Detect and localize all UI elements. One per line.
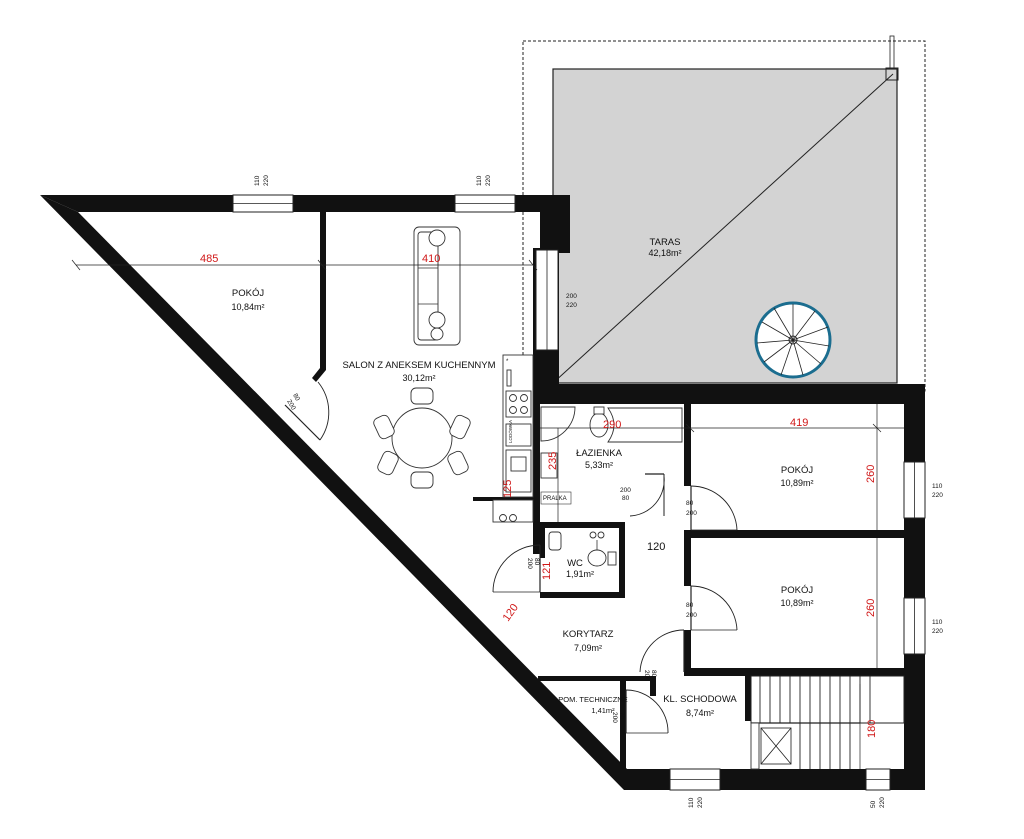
svg-text:110: 110: [254, 175, 261, 186]
door-room-e: 80 200: [686, 585, 738, 631]
room-west-area: 10,84m²: [231, 302, 264, 312]
dim-120-a: 120: [647, 541, 665, 553]
door-west-room: 80 200: [284, 381, 330, 441]
svg-text:220: 220: [697, 797, 704, 808]
corridor-name: KORYTARZ: [563, 629, 614, 640]
svg-text:50: 50: [870, 800, 877, 808]
room-e-name: POKÓJ: [781, 585, 813, 596]
svg-text:70: 70: [618, 712, 625, 720]
svg-text:80: 80: [291, 393, 301, 403]
window-south-1: 110 220: [669, 768, 721, 808]
svg-text:200: 200: [285, 399, 297, 412]
bathroom-fixtures: [540, 406, 683, 479]
svg-text:220: 220: [566, 302, 577, 309]
terrace-area: 42,18m²: [648, 248, 681, 258]
dim-485: 485: [200, 253, 218, 265]
room-ne-name: POKÓJ: [781, 465, 813, 476]
door-wc: 80 200: [492, 544, 541, 593]
dim-290: 290: [603, 419, 621, 431]
svg-text:80: 80: [622, 495, 630, 502]
svg-text:200: 200: [643, 670, 650, 681]
salon-area: 30,12m²: [402, 373, 435, 383]
fridge-label: LODÓWKA: [507, 420, 513, 443]
tech-room-name: POM. TECHNICZNE: [558, 695, 627, 704]
dim-120-b: 120: [501, 602, 521, 624]
corridor-area: 7,09m²: [574, 643, 602, 653]
terrace: TARAS 42,18m²: [522, 35, 926, 392]
window-east-1: 110 220: [903, 461, 943, 519]
tech-room-area: 1,41m²: [591, 706, 615, 715]
door-technical: 70 200: [611, 689, 669, 734]
svg-text:80: 80: [686, 500, 694, 507]
dim-260-a: 260: [865, 465, 877, 483]
staircase-area: 8,74m²: [686, 708, 714, 718]
washer-label: PRALKA: [543, 496, 567, 502]
laundry-area: PRALKA: [492, 491, 572, 523]
window-north-1: 110 220: [232, 175, 294, 213]
svg-text:200: 200: [620, 487, 631, 494]
svg-text:200: 200: [686, 510, 697, 517]
doors: 80 200 200 80 80 200 80 200: [284, 381, 738, 734]
terrace-label: TARAS: [650, 237, 681, 248]
svg-text:220: 220: [879, 797, 886, 808]
room-west-name: POKÓJ: [232, 288, 264, 299]
wc-fixtures: [548, 531, 617, 567]
room-e-area: 10,89m²: [780, 598, 813, 608]
salon-name: SALON Z ANEKSEM KUCHENNYM: [342, 360, 495, 371]
window-south-2: 50 220: [865, 768, 891, 808]
dimension-lines: [71, 259, 904, 769]
window-east-2: 110 220: [903, 597, 943, 655]
window-terrace-door: 200 220: [535, 249, 577, 351]
staircase: [750, 675, 905, 770]
svg-text:110: 110: [476, 175, 483, 186]
svg-text:80: 80: [533, 558, 540, 566]
window-north-2: 110 220: [454, 175, 516, 213]
svg-text:220: 220: [263, 175, 270, 186]
dim-121: 121: [541, 562, 553, 580]
staircase-name: KL. SCHODOWA: [663, 694, 737, 705]
dim-235: 235: [547, 452, 559, 470]
svg-text:220: 220: [932, 492, 943, 499]
svg-text:80: 80: [686, 602, 694, 609]
svg-text:200: 200: [566, 293, 577, 300]
svg-text:220: 220: [485, 175, 492, 186]
dim-180: 180: [866, 720, 878, 738]
windows: 110 220 110 220 200 220 110 220 110 220: [232, 175, 943, 808]
svg-text:200: 200: [526, 558, 533, 569]
svg-text:200: 200: [686, 612, 697, 619]
walls: [40, 195, 925, 790]
counter-star: *: [506, 359, 509, 365]
dim-125: 125: [502, 480, 514, 498]
dim-260-b: 260: [865, 599, 877, 617]
svg-text:80: 80: [650, 670, 657, 678]
door-bathroom: 200 80: [620, 473, 665, 517]
room-ne-area: 10,89m²: [780, 478, 813, 488]
wc-name: WC: [567, 558, 583, 569]
svg-text:110: 110: [932, 483, 943, 490]
door-room-ne: 80 200: [686, 485, 738, 531]
wc-area: 1,91m²: [566, 569, 594, 579]
dining-table: [373, 387, 471, 489]
svg-text:220: 220: [932, 628, 943, 635]
dim-410: 410: [422, 253, 440, 265]
dim-419: 419: [790, 417, 808, 429]
svg-text:200: 200: [611, 712, 618, 723]
bathroom-name: ŁAZIENKA: [576, 448, 623, 459]
kitchen-counter: * LODÓWKA: [502, 354, 534, 498]
sofa: [413, 226, 461, 346]
svg-text:110: 110: [688, 797, 695, 808]
door-corridor: 80 200: [639, 629, 685, 681]
svg-text:110: 110: [932, 619, 943, 626]
spiral-staircase: [754, 301, 832, 379]
bathroom-area: 5,33m²: [585, 460, 613, 470]
